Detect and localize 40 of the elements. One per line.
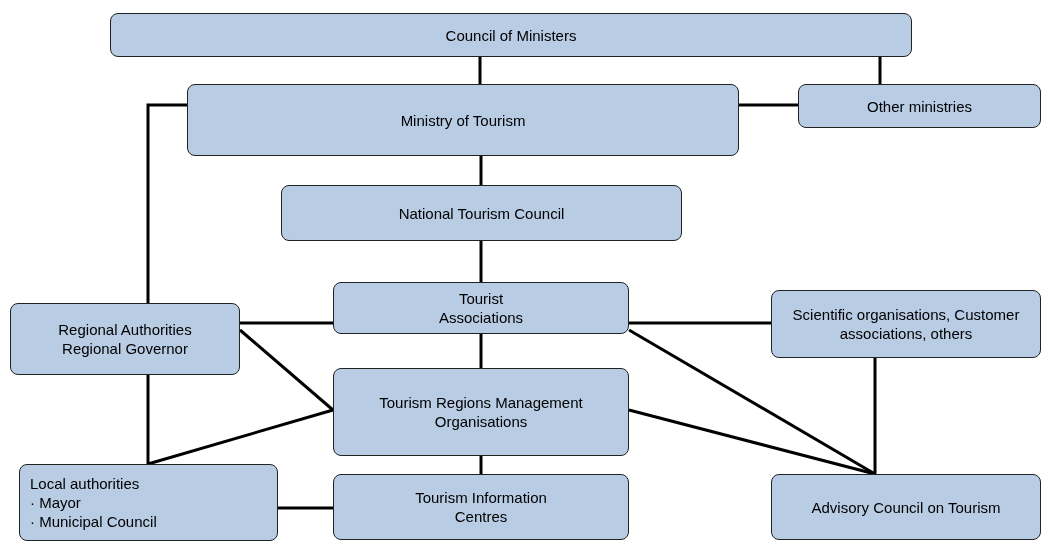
connector-line bbox=[278, 506, 333, 510]
box-label: Ministry of Tourism bbox=[400, 110, 526, 130]
connector-line bbox=[479, 456, 483, 474]
connector-line bbox=[479, 334, 483, 368]
org-box bbox=[110, 13, 912, 57]
box-label: Advisory Council on Tourism bbox=[811, 497, 1001, 517]
connector-line bbox=[739, 103, 798, 107]
list-item: · Municipal Council bbox=[30, 512, 157, 531]
org-box bbox=[333, 368, 629, 456]
connector-line bbox=[146, 103, 187, 303]
connector-line bbox=[479, 156, 483, 185]
org-box bbox=[281, 185, 682, 241]
org-box bbox=[798, 84, 1041, 128]
box-label: National Tourism Council bbox=[398, 203, 565, 223]
connector-line bbox=[240, 321, 333, 325]
box-label: Local authorities bbox=[30, 474, 140, 493]
org-box bbox=[19, 464, 278, 541]
org-box bbox=[333, 474, 629, 540]
box-label: Other ministries bbox=[867, 96, 972, 116]
connector-line bbox=[146, 375, 150, 464]
org-box bbox=[771, 474, 1041, 540]
box-label: Regional Governor bbox=[62, 339, 188, 358]
connector-line bbox=[629, 321, 771, 325]
box-label: Scientific organisations, Customer associations, others bbox=[791, 305, 1021, 343]
box-label: Council of Ministers bbox=[445, 25, 577, 45]
box-label: Tourism Information Centres bbox=[414, 488, 548, 526]
connector-line bbox=[147, 408, 334, 466]
connector-line bbox=[479, 241, 483, 282]
org-box bbox=[10, 303, 240, 375]
org-box bbox=[333, 282, 629, 334]
connector-line bbox=[873, 358, 877, 474]
box-label: Tourist Associations bbox=[437, 289, 525, 327]
org-box bbox=[187, 84, 739, 156]
box-label: Regional Authorities bbox=[58, 320, 192, 339]
box-label: Tourism Regions Management Organisations bbox=[378, 393, 584, 431]
list-item: · Mayor bbox=[30, 493, 81, 512]
connector-line bbox=[878, 57, 882, 84]
connector-line bbox=[478, 57, 482, 84]
connector-line bbox=[239, 328, 334, 412]
org-box bbox=[771, 290, 1041, 358]
